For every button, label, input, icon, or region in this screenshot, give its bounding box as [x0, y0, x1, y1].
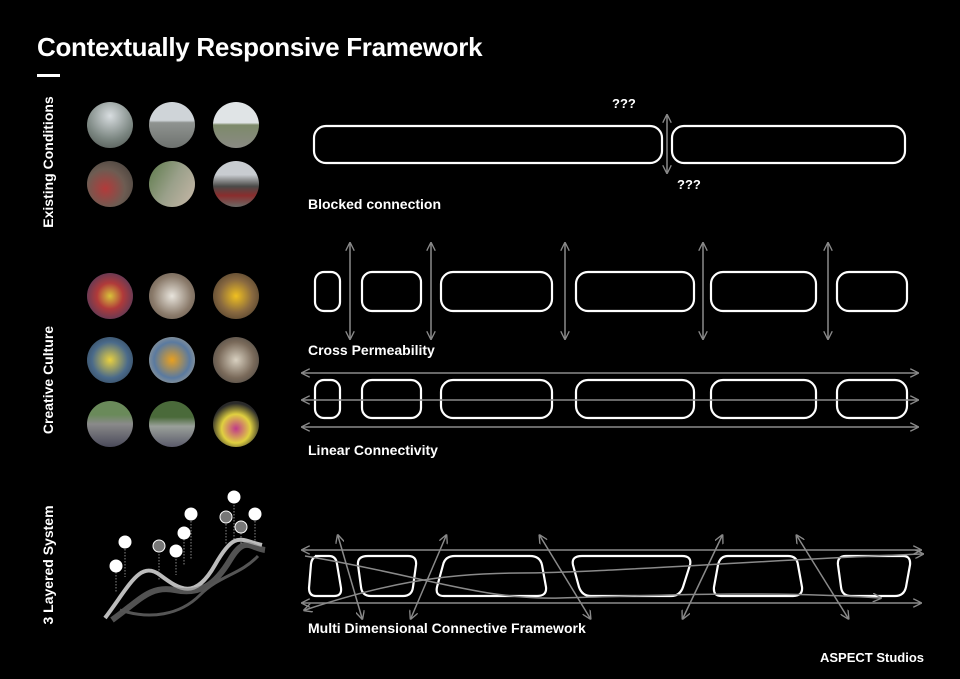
photo-culture-1: [87, 273, 133, 319]
people-icon: [248, 507, 262, 521]
cross-permeability-diagram: [313, 244, 909, 338]
multi-arrows: [303, 536, 922, 618]
block-right: [670, 124, 907, 165]
tree-icon: [227, 490, 241, 504]
photo-culture-7: [87, 401, 133, 447]
bike-icon: [219, 510, 233, 524]
photo-culture-3: [213, 273, 259, 319]
title-underline: [37, 74, 60, 77]
block: [439, 270, 554, 313]
photo-existing-5: [149, 161, 195, 207]
photo-existing-3: [213, 102, 259, 148]
block: [439, 378, 554, 420]
tree-icon: [184, 507, 198, 521]
block: [709, 270, 818, 313]
page-title: Contextually Responsive Framework: [37, 32, 483, 62]
block: [574, 378, 696, 420]
caption-cross: Cross Permeability: [308, 342, 435, 358]
block-left: [312, 124, 664, 165]
footer-brand: ASPECT Studios: [819, 650, 924, 665]
block: [313, 378, 342, 420]
photo-culture-8: [149, 401, 195, 447]
caption-linear: Linear Connectivity: [308, 442, 438, 458]
blocked-connection-diagram: [312, 116, 907, 172]
layered-system-illustration: [103, 490, 266, 623]
caption-blocked: Blocked connection: [308, 196, 442, 212]
people-icon: [109, 559, 123, 573]
bike-icon: [234, 520, 248, 534]
photo-culture-4: [87, 337, 133, 383]
block: [360, 378, 423, 420]
question-top: ???: [612, 96, 636, 111]
block: [360, 270, 423, 313]
photo-existing-2: [149, 102, 195, 148]
bike-icon: [152, 539, 166, 553]
photo-existing-6: [213, 161, 259, 207]
photo-existing-1: [87, 102, 133, 148]
block: [835, 270, 909, 313]
photo-culture-5: [149, 337, 195, 383]
question-bottom: ???: [677, 177, 701, 192]
caption-multi: Multi Dimensional Connective Framework: [308, 620, 586, 636]
block: [571, 554, 692, 598]
tree-icon: [169, 544, 183, 558]
photo-culture-9: [213, 401, 259, 447]
block: [835, 378, 909, 420]
linear-connectivity-diagram: [303, 373, 917, 427]
photo-culture-2: [149, 273, 195, 319]
block: [836, 554, 912, 598]
block: [313, 270, 342, 313]
linear-arrows: [303, 373, 917, 427]
photo-culture-6: [213, 337, 259, 383]
photo-existing-4: [87, 161, 133, 207]
cross-arrows: [350, 244, 828, 338]
people-icon: [177, 526, 191, 540]
block: [709, 378, 818, 420]
multi-dimensional-diagram: [303, 536, 922, 618]
block: [574, 270, 696, 313]
tree-icon: [118, 535, 132, 549]
